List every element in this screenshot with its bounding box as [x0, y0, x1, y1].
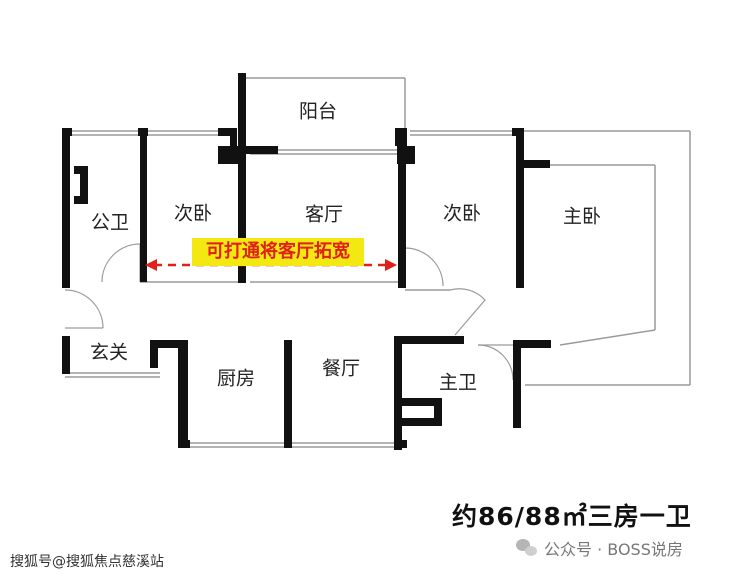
room-label-master-bedroom: 主卧 [562, 205, 602, 228]
widen-annotation: 可打通将客厅拓宽 [192, 238, 364, 266]
account-credit-text: 公众号 · BOSS说房 [544, 540, 683, 559]
room-label-dining-room: 餐厅 [321, 357, 361, 380]
room-label-master-bath: 主卫 [438, 371, 478, 394]
source-credit: 搜狐号@搜狐焦点慈溪站 [10, 554, 164, 570]
room-label-second-bedroom-right: 次卧 [442, 202, 482, 225]
window-lines [65, 77, 691, 448]
room-label-balcony: 阳台 [298, 100, 338, 123]
layout-caption: 约86/88㎡三房一卫 [452, 502, 692, 531]
arrow-left-head [145, 259, 157, 271]
walls [62, 73, 551, 450]
room-label-second-bedroom-left: 次卧 [173, 202, 213, 225]
room-label-living-room: 客厅 [304, 203, 344, 226]
room-label-entrance: 玄关 [89, 341, 129, 364]
room-label-public-bath: 公卫 [90, 211, 130, 234]
account-credit: 公众号 · BOSS说房 [516, 536, 683, 560]
arrow-right-head [385, 259, 397, 271]
room-label-kitchen: 厨房 [216, 367, 256, 390]
wechat-icon [516, 539, 538, 557]
